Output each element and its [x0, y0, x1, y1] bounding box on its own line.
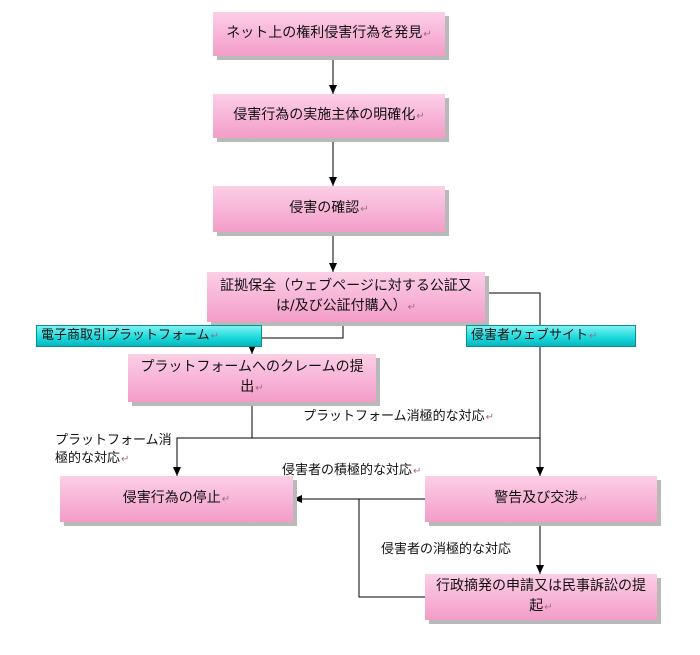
node-claim: プラットフォームへのクレームの提出↵	[128, 354, 376, 402]
arrow-evidence-to-warning	[485, 292, 544, 476]
arrow-evidence-to-claim	[248, 322, 344, 354]
node-confirm: 侵害の確認↵	[213, 186, 445, 232]
label-infringer-active: 侵害者の積極的な対応↵	[282, 462, 422, 481]
node-evidence: 証拠保全（ウェブページに対する公証又は/及び公証付購入）↵	[207, 272, 485, 322]
label-platform-passive-left: プラットフォーム消極的な対応↵	[55, 433, 172, 466]
node-stop: 侵害行為の停止↵	[60, 476, 293, 522]
node-litigation: 行政摘発の申請又は民事訴訟の提起↵	[425, 574, 657, 620]
node-discover: ネット上の権利侵害行為を発見↵	[213, 12, 445, 56]
node-identify: 侵害行為の実施主体の明確化↵	[213, 94, 445, 138]
branch-infringer-website: 侵害者ウェブサイト↵	[466, 325, 636, 347]
branch-ecommerce-platform: 電子商取引プラットフォーム↵	[36, 325, 262, 347]
node-warning: 警告及び交渉↵	[425, 476, 657, 522]
arrow-claim-to-stop	[173, 437, 252, 476]
line-litigation-loop	[358, 499, 425, 598]
label-infringer-passive: 侵害者の消極的な対応	[381, 541, 512, 559]
label-platform-passive-right: プラットフォーム消極的な対応↵	[303, 408, 495, 427]
